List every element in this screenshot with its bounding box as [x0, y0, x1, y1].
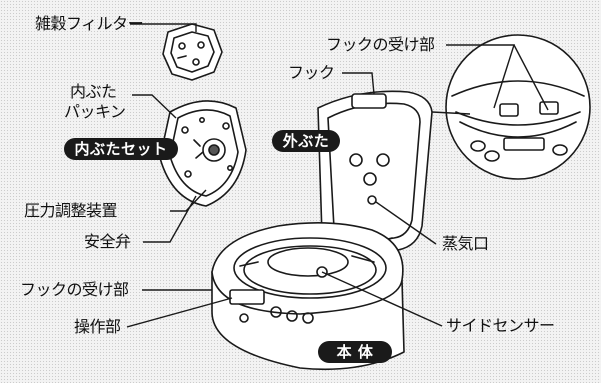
label-pressure-regulator: 圧力調整装置 [24, 201, 118, 220]
badge-outer-lid: 外ぶた [272, 130, 340, 152]
hook-receiver-zoom-detail [445, 34, 591, 180]
inner-lid-set-part [159, 100, 247, 207]
leader-lines [126, 23, 549, 328]
grain-filter-part [162, 23, 223, 81]
label-grain-filter: 雑穀フィルター [35, 14, 144, 33]
label-hook-receiver-body: フックの受け部 [20, 280, 129, 299]
label-safety-valve: 安全弁 [84, 232, 131, 251]
label-hook-receiver-detail: フックの受け部 [326, 35, 435, 54]
label-packing: パッキン [64, 102, 126, 121]
label-control-panel: 操作部 [74, 317, 121, 336]
label-inner-lid: 内ぶた [70, 82, 117, 101]
badge-inner-lid-set: 内ぶたセット [64, 138, 178, 160]
badge-main-body: 本 体 [318, 341, 392, 363]
label-hook: フック [288, 63, 335, 82]
label-side-sensor: サイドセンサー [446, 316, 555, 335]
label-steam-vent: 蒸気口 [442, 234, 489, 253]
